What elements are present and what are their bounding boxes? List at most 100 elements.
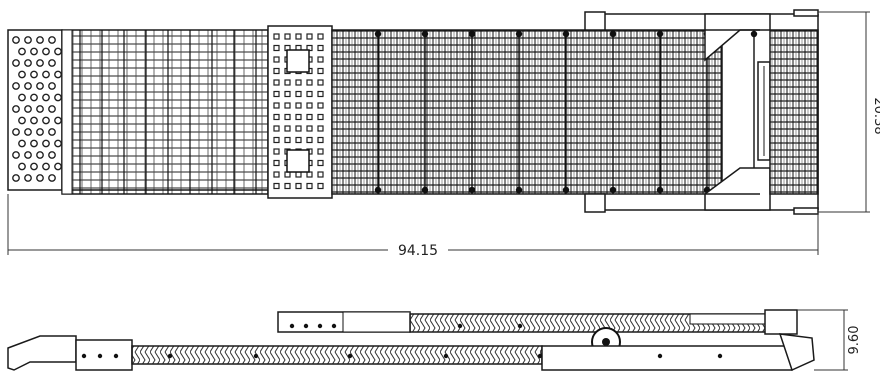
perforation-hole xyxy=(24,128,32,136)
plate-slot xyxy=(273,79,280,86)
plate-slot xyxy=(273,102,280,109)
plate-slot xyxy=(317,33,324,40)
rivet xyxy=(421,30,429,38)
plate-slot xyxy=(284,79,291,86)
perforation-hole xyxy=(30,47,38,56)
rivet xyxy=(515,186,523,194)
plate-slot xyxy=(273,136,280,144)
bolt xyxy=(443,353,449,359)
plate-slot xyxy=(306,33,313,40)
plate-slot xyxy=(284,102,291,109)
bolt xyxy=(517,323,523,329)
perforation-hole xyxy=(48,128,56,136)
perforation-hole xyxy=(24,82,32,90)
plan-view: 20.38 94.15 xyxy=(7,9,880,259)
rivet xyxy=(656,30,664,38)
perforation-hole xyxy=(24,151,32,159)
perforation-hole xyxy=(30,70,38,79)
plate-slot xyxy=(295,136,302,144)
plate-slot xyxy=(273,90,280,98)
plate-slot xyxy=(295,90,302,98)
plate-slot xyxy=(317,113,324,121)
perforation-hole xyxy=(42,116,50,125)
right-end-frame xyxy=(584,9,819,215)
plate-slot xyxy=(273,113,280,121)
plate-slot xyxy=(306,125,313,132)
perforation-hole xyxy=(12,59,20,67)
rivet xyxy=(468,30,476,38)
perforation-hole xyxy=(12,151,20,159)
height-dimension xyxy=(797,309,848,371)
plate-slot xyxy=(306,113,313,121)
perforation-hole xyxy=(54,47,62,56)
plate-slot xyxy=(306,102,313,109)
perforation-hole xyxy=(42,162,50,171)
height-dimension-label: 9.60 xyxy=(847,326,862,355)
perforation-hole xyxy=(24,174,32,182)
plate-slot xyxy=(306,79,313,86)
plate-slot xyxy=(273,44,280,52)
width-dimension xyxy=(818,11,870,213)
perforation-hole xyxy=(48,59,56,67)
perforation-hole xyxy=(36,174,44,182)
length-dimension-label: 94.15 xyxy=(398,243,438,259)
perforation-hole xyxy=(30,116,38,125)
perforation-hole xyxy=(18,162,26,171)
plate-slot xyxy=(317,90,324,98)
plate-slot xyxy=(306,136,313,144)
bolt xyxy=(317,323,323,329)
rivet xyxy=(609,186,617,194)
perforation-hole xyxy=(42,47,50,56)
perforation-hole xyxy=(54,70,62,79)
plate-slot xyxy=(284,182,291,190)
perforation-hole xyxy=(30,162,38,171)
perforation-hole xyxy=(36,59,44,67)
perforation-hole xyxy=(54,139,62,148)
perforation-hole xyxy=(24,105,32,113)
perforation-hole xyxy=(36,128,44,136)
rivet xyxy=(562,186,570,194)
perforation-hole xyxy=(30,93,38,102)
rivet xyxy=(515,30,523,38)
plate-slot xyxy=(317,79,324,86)
plate-slot xyxy=(273,148,280,155)
left-perforated-plate xyxy=(7,29,63,191)
plate-slot xyxy=(317,102,324,109)
plate-slot xyxy=(273,159,280,167)
perforation-hole xyxy=(54,162,62,171)
plate-slot xyxy=(295,102,302,109)
plate-slot xyxy=(295,113,302,121)
plate-slot xyxy=(306,182,313,190)
perforation-hole xyxy=(18,93,26,102)
perforation-hole xyxy=(42,139,50,148)
bolt xyxy=(97,353,103,359)
plate-slot xyxy=(284,33,291,40)
perforation-hole xyxy=(12,105,20,113)
plate-slot xyxy=(317,125,324,132)
plate-slot xyxy=(273,171,280,178)
plate-slot xyxy=(317,182,324,190)
rivet xyxy=(374,186,382,194)
bolt xyxy=(289,323,295,329)
plate-slot xyxy=(273,125,280,132)
perforation-hole xyxy=(30,139,38,148)
plate-slot xyxy=(295,182,302,190)
bolt xyxy=(347,353,353,359)
perforation-hole xyxy=(12,82,20,90)
bolt xyxy=(81,353,87,359)
plate-slot xyxy=(273,67,280,75)
plate-slot xyxy=(284,136,291,144)
plate-slot xyxy=(284,113,291,121)
bolt xyxy=(113,353,119,359)
perforation-hole xyxy=(36,36,44,44)
plate-slot xyxy=(284,90,291,98)
rivet xyxy=(421,186,429,194)
plate-slot xyxy=(317,136,324,144)
bolt xyxy=(717,353,723,359)
plate-slot xyxy=(295,33,302,40)
grating-deck-1 xyxy=(61,29,269,195)
perforation-hole xyxy=(36,105,44,113)
rivet xyxy=(468,186,476,194)
plate-slot xyxy=(317,44,324,52)
